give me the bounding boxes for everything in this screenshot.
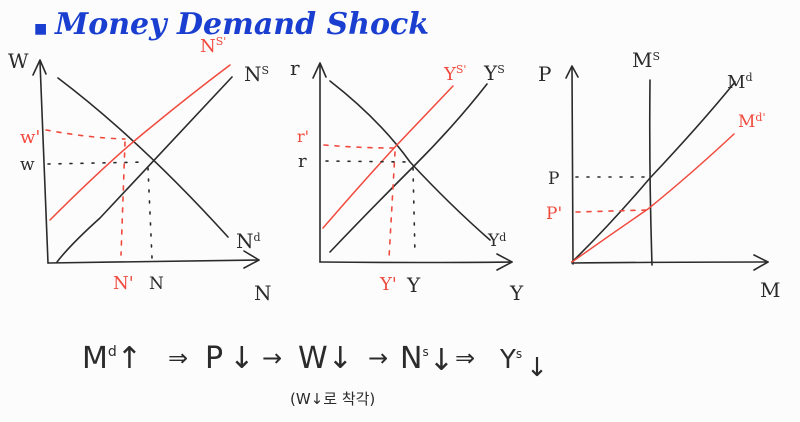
p-label: P [548,169,559,189]
title: ■ Money Demand Shock [34,7,429,42]
p-axis-label: P [538,62,551,86]
y-axis [319,261,513,264]
title-text: Money Demand Shock [54,7,429,42]
flow-arrow-3-icon: → [368,344,388,372]
r-axis-label: r [290,56,300,80]
flow-step-md: Md↑ [82,341,142,376]
w-axis [39,61,49,264]
n-prime-guide [120,141,126,256]
m-axis-label: M [760,278,780,302]
y-axis-arrow-icon [496,253,513,271]
y-label: Y [406,273,421,297]
m-axis [571,261,769,264]
n-axis [47,259,260,264]
p-prime-label: P' [546,204,562,224]
md-label: Md [727,71,752,93]
flow-step-ys: Ys↓ [499,345,548,383]
n-label: N [149,274,164,294]
w-axis-arrow-icon [32,59,47,76]
w-guide [47,161,147,165]
r-label: r [298,151,307,172]
r-guide [325,160,413,163]
flow-step-p: P↓ [205,341,254,376]
n-axis-label: N [254,281,272,305]
ns-prime-label: NS' [200,35,226,57]
r-axis-arrow-icon [312,62,327,79]
m-axis-arrow-icon [753,254,769,271]
y-guide [412,167,416,256]
ys-prime-label: YS' [443,63,466,85]
w-prime-guide [45,129,126,140]
ns-prime-curve [49,64,231,221]
md-curve [571,81,736,263]
w-label: w [20,155,35,175]
r-prime-guide [323,144,396,149]
causal-chain: Md↑ ⇒ P↓ → W↓ → Ns↓ ⇒ Ys↓ (W↓로 착각) [82,341,548,408]
p-prime-guide [575,209,649,213]
nd-curve [57,77,229,238]
y-prime-guide [388,151,396,259]
title-bullet: ■ [34,21,47,37]
n-guide [147,167,153,259]
w-prime-label: w' [20,127,40,148]
ms-curve [648,79,653,266]
p-axis [571,66,574,265]
money-market-panel: P MS Md Md' P P' M [538,48,780,302]
md-prime-curve [571,133,735,263]
yd-label: Yd [487,231,506,251]
md-prime-label: Md' [738,111,766,132]
y-axis-label: Y [509,281,524,305]
p-axis-arrow-icon [565,65,579,79]
flow-step-w: W↓ [298,341,353,376]
ys-label: YS [483,61,505,85]
flow-arrow-4-icon: ⇒ [455,344,475,372]
n-prime-label: N' [113,273,134,294]
labor-market-panel: W NS NS' Nd w' w N' N N [8,35,272,305]
flow-arrow-2-icon: → [262,344,282,372]
w-axis-label: W [8,49,29,73]
flow-note: (W↓로 착각) [290,390,375,408]
ms-label: MS [632,48,660,72]
goods-market-panel: r YS YS' Yd r' r Y' Y Y [290,56,524,305]
nd-label: Nd [236,229,261,253]
flow-arrow-1-icon: ⇒ [168,344,188,372]
ys-prime-curve [322,85,454,229]
ys-curve [329,83,488,253]
ns-label: NS [244,62,269,86]
y-prime-label: Y' [379,274,397,295]
n-axis-arrow-icon [243,250,260,269]
yd-curve [329,80,491,241]
flow-step-ns: Ns↓ [400,341,454,378]
r-prime-label: r' [297,127,309,146]
ns-curve [56,76,233,263]
